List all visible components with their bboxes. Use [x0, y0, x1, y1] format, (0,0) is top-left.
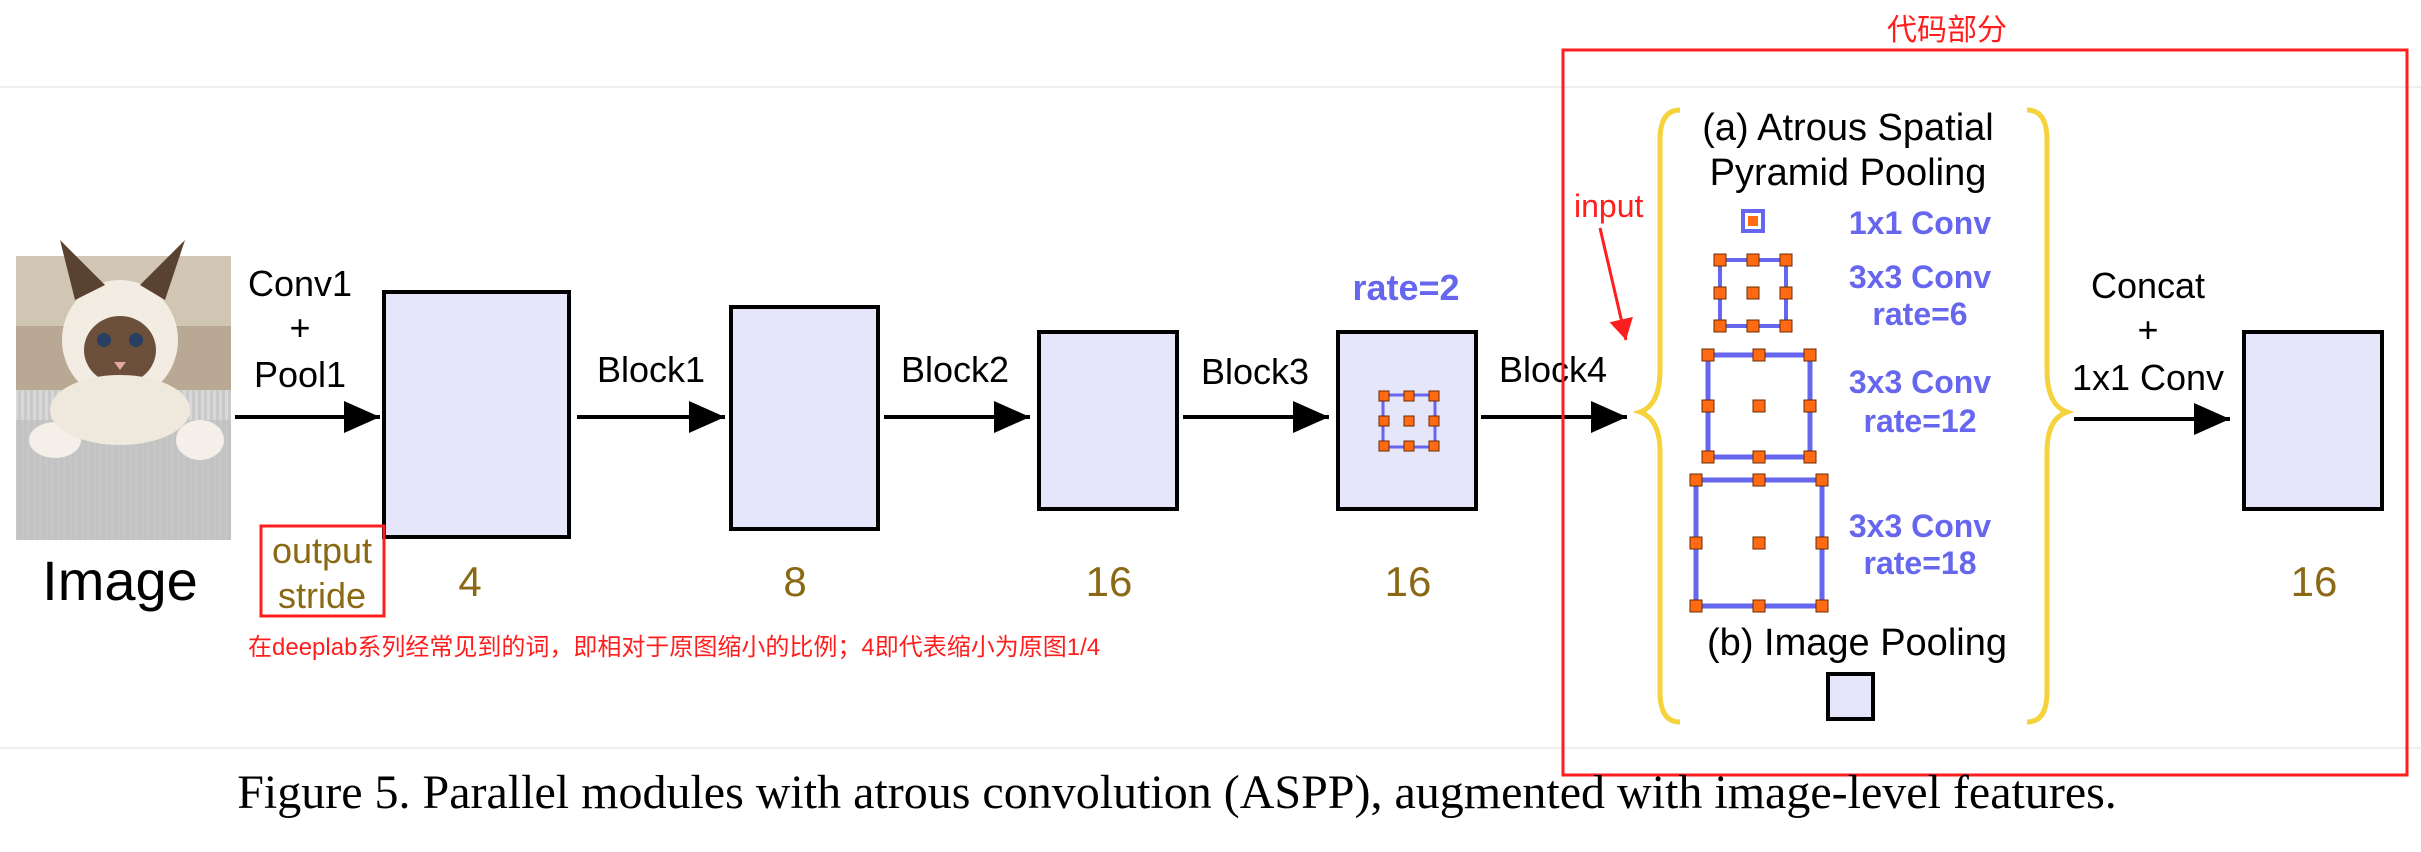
- concat-plus-text: +: [2137, 309, 2158, 350]
- conv1-pool1-label: Conv1 + Pool1: [248, 263, 352, 395]
- image-pooling-label: (b) Image Pooling: [1707, 622, 2007, 664]
- image-pooling-box: [1826, 672, 1875, 721]
- branch-1x1-label: 1x1 Conv: [1849, 205, 1991, 241]
- stride-value: 16: [1086, 558, 1133, 605]
- kernel-3x3-rate-18: [1689, 473, 1829, 613]
- aspp-title-line1: (a) Atrous Spatial: [1702, 107, 1993, 149]
- code-section-header: 代码部分: [1887, 14, 2007, 47]
- conv1-plus-text: +: [289, 307, 310, 348]
- output-stride-note: 在deeplab系列经常见到的词，即相对于原图缩小的比例；4即代表缩小为原图1/…: [248, 634, 1100, 661]
- branch-rate6-line2: rate=6: [1872, 296, 1967, 332]
- input-annotation-arrow: [1598, 227, 1633, 341]
- output-stride-box: [259, 524, 386, 618]
- branch-rate6-line1: 3x3 Conv: [1849, 259, 1991, 295]
- left-brace: [1632, 107, 1681, 725]
- output-feature-map: [2242, 330, 2384, 511]
- aspp-title-line2: Pyramid Pooling: [1710, 152, 1987, 194]
- conv1-text: Conv1: [248, 263, 352, 304]
- concat-text: Concat: [2091, 265, 2205, 306]
- stride-value: 4: [458, 558, 481, 605]
- feature-map-stride-8: [729, 305, 880, 531]
- stride-value: 16: [2291, 558, 2338, 605]
- kernel-1x1: [1741, 209, 1765, 233]
- branch-rate18-line2: rate=18: [1864, 545, 1977, 581]
- block1-label: Block1: [597, 349, 705, 390]
- rate-2-label: rate=2: [1352, 267, 1459, 308]
- output-stride-line2: stride: [278, 575, 366, 616]
- stride-values: 4 8 16 16 16: [458, 558, 2337, 605]
- atrous-kernel-rate-2: [1378, 390, 1440, 452]
- concat-label: Concat + 1x1 Conv: [2072, 265, 2224, 398]
- block3-label: Block3: [1201, 351, 1309, 392]
- branch-rate12-line2: rate=12: [1864, 403, 1977, 439]
- input-image: [16, 240, 231, 540]
- block4-label: Block4: [1499, 349, 1607, 390]
- right-brace: [2026, 107, 2075, 725]
- pool1-text: Pool1: [254, 354, 346, 395]
- branch-rate12-line1: 3x3 Conv: [1849, 364, 1991, 400]
- code-section-box: [1561, 48, 2409, 777]
- input-annotation: input: [1574, 188, 1644, 224]
- branch-rate18-line1: 3x3 Conv: [1849, 508, 1991, 544]
- feature-map-stride-16: [1037, 330, 1179, 511]
- image-label: Image: [42, 549, 198, 612]
- kernel-3x3-rate-6: [1713, 253, 1793, 333]
- feature-map-stride-4: [382, 290, 571, 539]
- stride-value: 16: [1385, 558, 1432, 605]
- figure-caption: Figure 5. Parallel modules with atrous c…: [237, 766, 2117, 819]
- kernel-3x3-rate-12: [1701, 348, 1817, 464]
- output-stride-line1: output: [272, 530, 372, 571]
- concat-conv-text: 1x1 Conv: [2072, 357, 2224, 398]
- stride-value: 8: [783, 558, 806, 605]
- block2-label: Block2: [901, 349, 1009, 390]
